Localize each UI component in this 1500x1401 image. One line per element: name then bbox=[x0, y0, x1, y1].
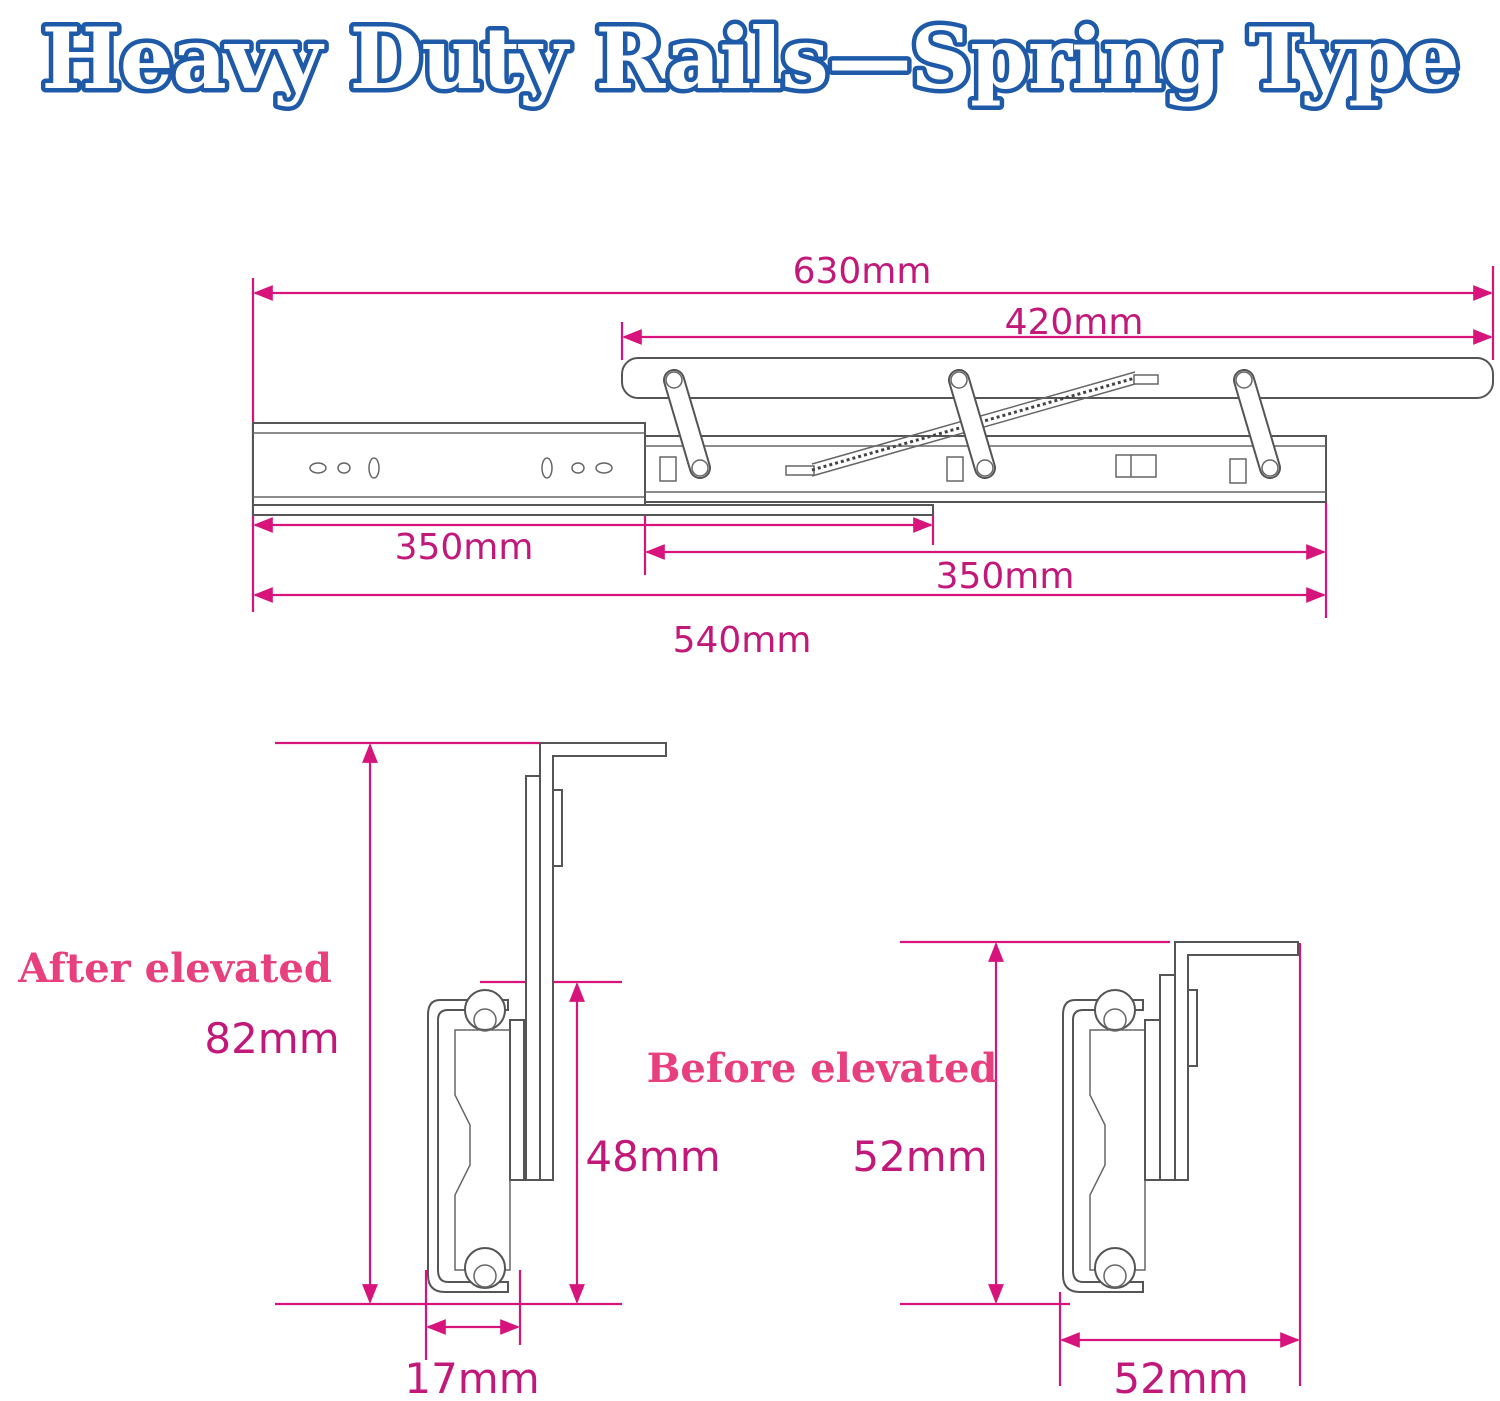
dim-label-17: 17mm bbox=[404, 1354, 539, 1401]
lift-plate bbox=[1159, 974, 1176, 1181]
mount-hole bbox=[541, 457, 553, 479]
mount-hole bbox=[309, 462, 327, 474]
dim-label-82: 82mm bbox=[204, 1014, 339, 1063]
side-view: 630mm 420mm bbox=[251, 251, 1495, 661]
ball-bearing-bottom bbox=[1094, 1247, 1136, 1289]
dim-label-350-left: 350mm bbox=[395, 527, 534, 568]
ball-bearing-top-inner bbox=[1103, 1008, 1127, 1032]
bracket bbox=[946, 456, 964, 482]
label-after-elevated: After elevated bbox=[17, 945, 332, 992]
mount-hole bbox=[368, 457, 380, 479]
bracket-pad bbox=[552, 789, 563, 867]
ball-bearing-bottom-inner bbox=[1103, 1264, 1127, 1288]
ball-bearing-top bbox=[464, 989, 506, 1031]
mount-hole bbox=[337, 462, 351, 474]
outer-rail-profile bbox=[1062, 999, 1144, 1293]
mount-hole bbox=[595, 462, 613, 474]
cross-section-elevated: After elevated 82mm 48mm 17mm bbox=[17, 741, 721, 1401]
ball-bearing-top-inner bbox=[473, 1008, 497, 1032]
inner-slide bbox=[252, 504, 934, 516]
ball-bearing-top bbox=[1094, 989, 1136, 1031]
lift-arm bbox=[1233, 369, 1281, 479]
lift-plate bbox=[525, 775, 541, 1181]
ball-bearing-bottom bbox=[464, 1247, 506, 1289]
lift-arm bbox=[663, 369, 711, 479]
dim-label-48: 48mm bbox=[585, 1132, 720, 1181]
dim-label-52-width: 52mm bbox=[1113, 1354, 1248, 1401]
rail-web bbox=[509, 1019, 525, 1181]
diagram-title: Heavy Duty Rails—Spring Type bbox=[41, 9, 1458, 108]
label-before-elevated: Before elevated bbox=[647, 1045, 998, 1092]
ball-bearing-bottom-inner bbox=[473, 1264, 497, 1288]
dim-label-630: 630mm bbox=[793, 251, 932, 292]
lift-spring bbox=[811, 376, 1136, 472]
cross-section-before: Before elevated 52mm 52mm bbox=[647, 940, 1302, 1401]
mount-hole bbox=[571, 462, 585, 474]
inner-rail-profile bbox=[1089, 1029, 1146, 1271]
bracket bbox=[659, 456, 677, 482]
dim-label-540: 540mm bbox=[673, 620, 812, 661]
lock-bracket bbox=[1115, 454, 1157, 478]
dim-label-420: 420mm bbox=[1005, 302, 1144, 343]
bracket bbox=[1229, 458, 1247, 484]
outer-rail bbox=[252, 422, 646, 508]
dim-label-350-right: 350mm bbox=[936, 556, 1075, 597]
bracket-pad bbox=[1187, 989, 1198, 1067]
rail-web bbox=[1144, 1019, 1161, 1181]
spring-anchor bbox=[1133, 374, 1159, 385]
dim-label-52-height: 52mm bbox=[852, 1132, 987, 1181]
top-plate bbox=[621, 357, 1494, 399]
inner-rail-profile bbox=[454, 1029, 511, 1271]
outer-rail-profile bbox=[427, 999, 509, 1293]
lift-arm bbox=[948, 369, 996, 479]
